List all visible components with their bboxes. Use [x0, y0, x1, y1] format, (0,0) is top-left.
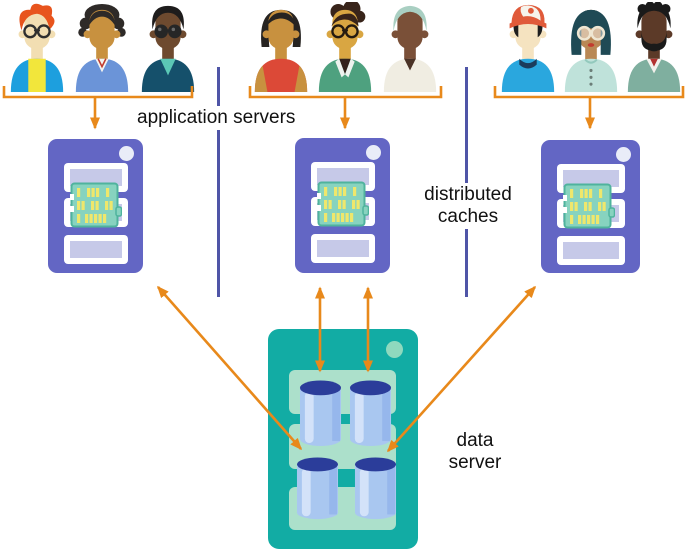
app-server-cache-2	[295, 138, 390, 273]
label-line: distributed	[424, 184, 512, 205]
user-teal-bob-white-glasses	[560, 2, 622, 92]
server-light-icon	[616, 147, 631, 162]
data-server	[268, 329, 418, 549]
user-dark-glasses-teal-jacket	[137, 2, 199, 92]
label-distributed-caches: distributed caches	[402, 183, 534, 229]
user-bun-glasses-green-jacket	[314, 0, 376, 92]
avatar-graphic	[318, 0, 372, 92]
user-red-top-bob	[250, 2, 312, 92]
label-application-servers: application servers	[134, 106, 299, 130]
database-cylinder-icon	[354, 457, 397, 520]
server-light-icon	[119, 146, 134, 161]
group-divider-2	[465, 67, 468, 297]
server-slot-inner	[317, 168, 369, 185]
database-cylinder-icon	[349, 380, 392, 447]
user-beard-sage-jacket	[623, 1, 685, 92]
avatar-graphic	[75, 3, 129, 92]
server-slot-inner	[317, 240, 369, 257]
app-server-cache-1	[48, 139, 143, 273]
server-slot	[311, 162, 375, 191]
server-slot-inner	[70, 241, 122, 258]
user-baseball-cap-blue-shirt	[497, 2, 559, 92]
label-line: caches	[437, 206, 499, 227]
group-divider-1	[217, 67, 220, 297]
server-light-icon	[366, 145, 381, 160]
server-slot	[557, 236, 625, 265]
server-slot	[64, 235, 128, 264]
user-grey-hair-ivory-shirt	[379, 2, 441, 92]
avatar-graphic	[501, 4, 555, 92]
memory-chip-icon	[70, 182, 122, 228]
user-curly-updo-blue-jacket	[71, 2, 133, 92]
label-data-server: data server	[424, 429, 526, 475]
database-cylinder-icon	[296, 457, 339, 520]
server-slot-inner	[563, 170, 619, 187]
avatar-graphic	[254, 9, 308, 92]
avatar-graphic	[141, 5, 195, 92]
database-cylinder-icon	[299, 380, 342, 447]
label-line: data	[456, 430, 494, 451]
avatar-graphic	[383, 5, 437, 92]
app-server-cache-3	[541, 140, 640, 273]
server-slot-inner	[563, 242, 619, 259]
avatar-graphic	[10, 3, 64, 92]
user-orange-hair-glasses	[6, 2, 68, 92]
server-slot-inner	[70, 169, 122, 186]
server-slot	[311, 234, 375, 263]
label-line: server	[448, 452, 502, 473]
memory-chip-icon	[563, 183, 615, 229]
avatar-graphic	[627, 1, 681, 92]
memory-chip-icon	[317, 181, 369, 227]
server-light-icon	[386, 341, 403, 358]
avatar-graphic	[564, 9, 618, 92]
